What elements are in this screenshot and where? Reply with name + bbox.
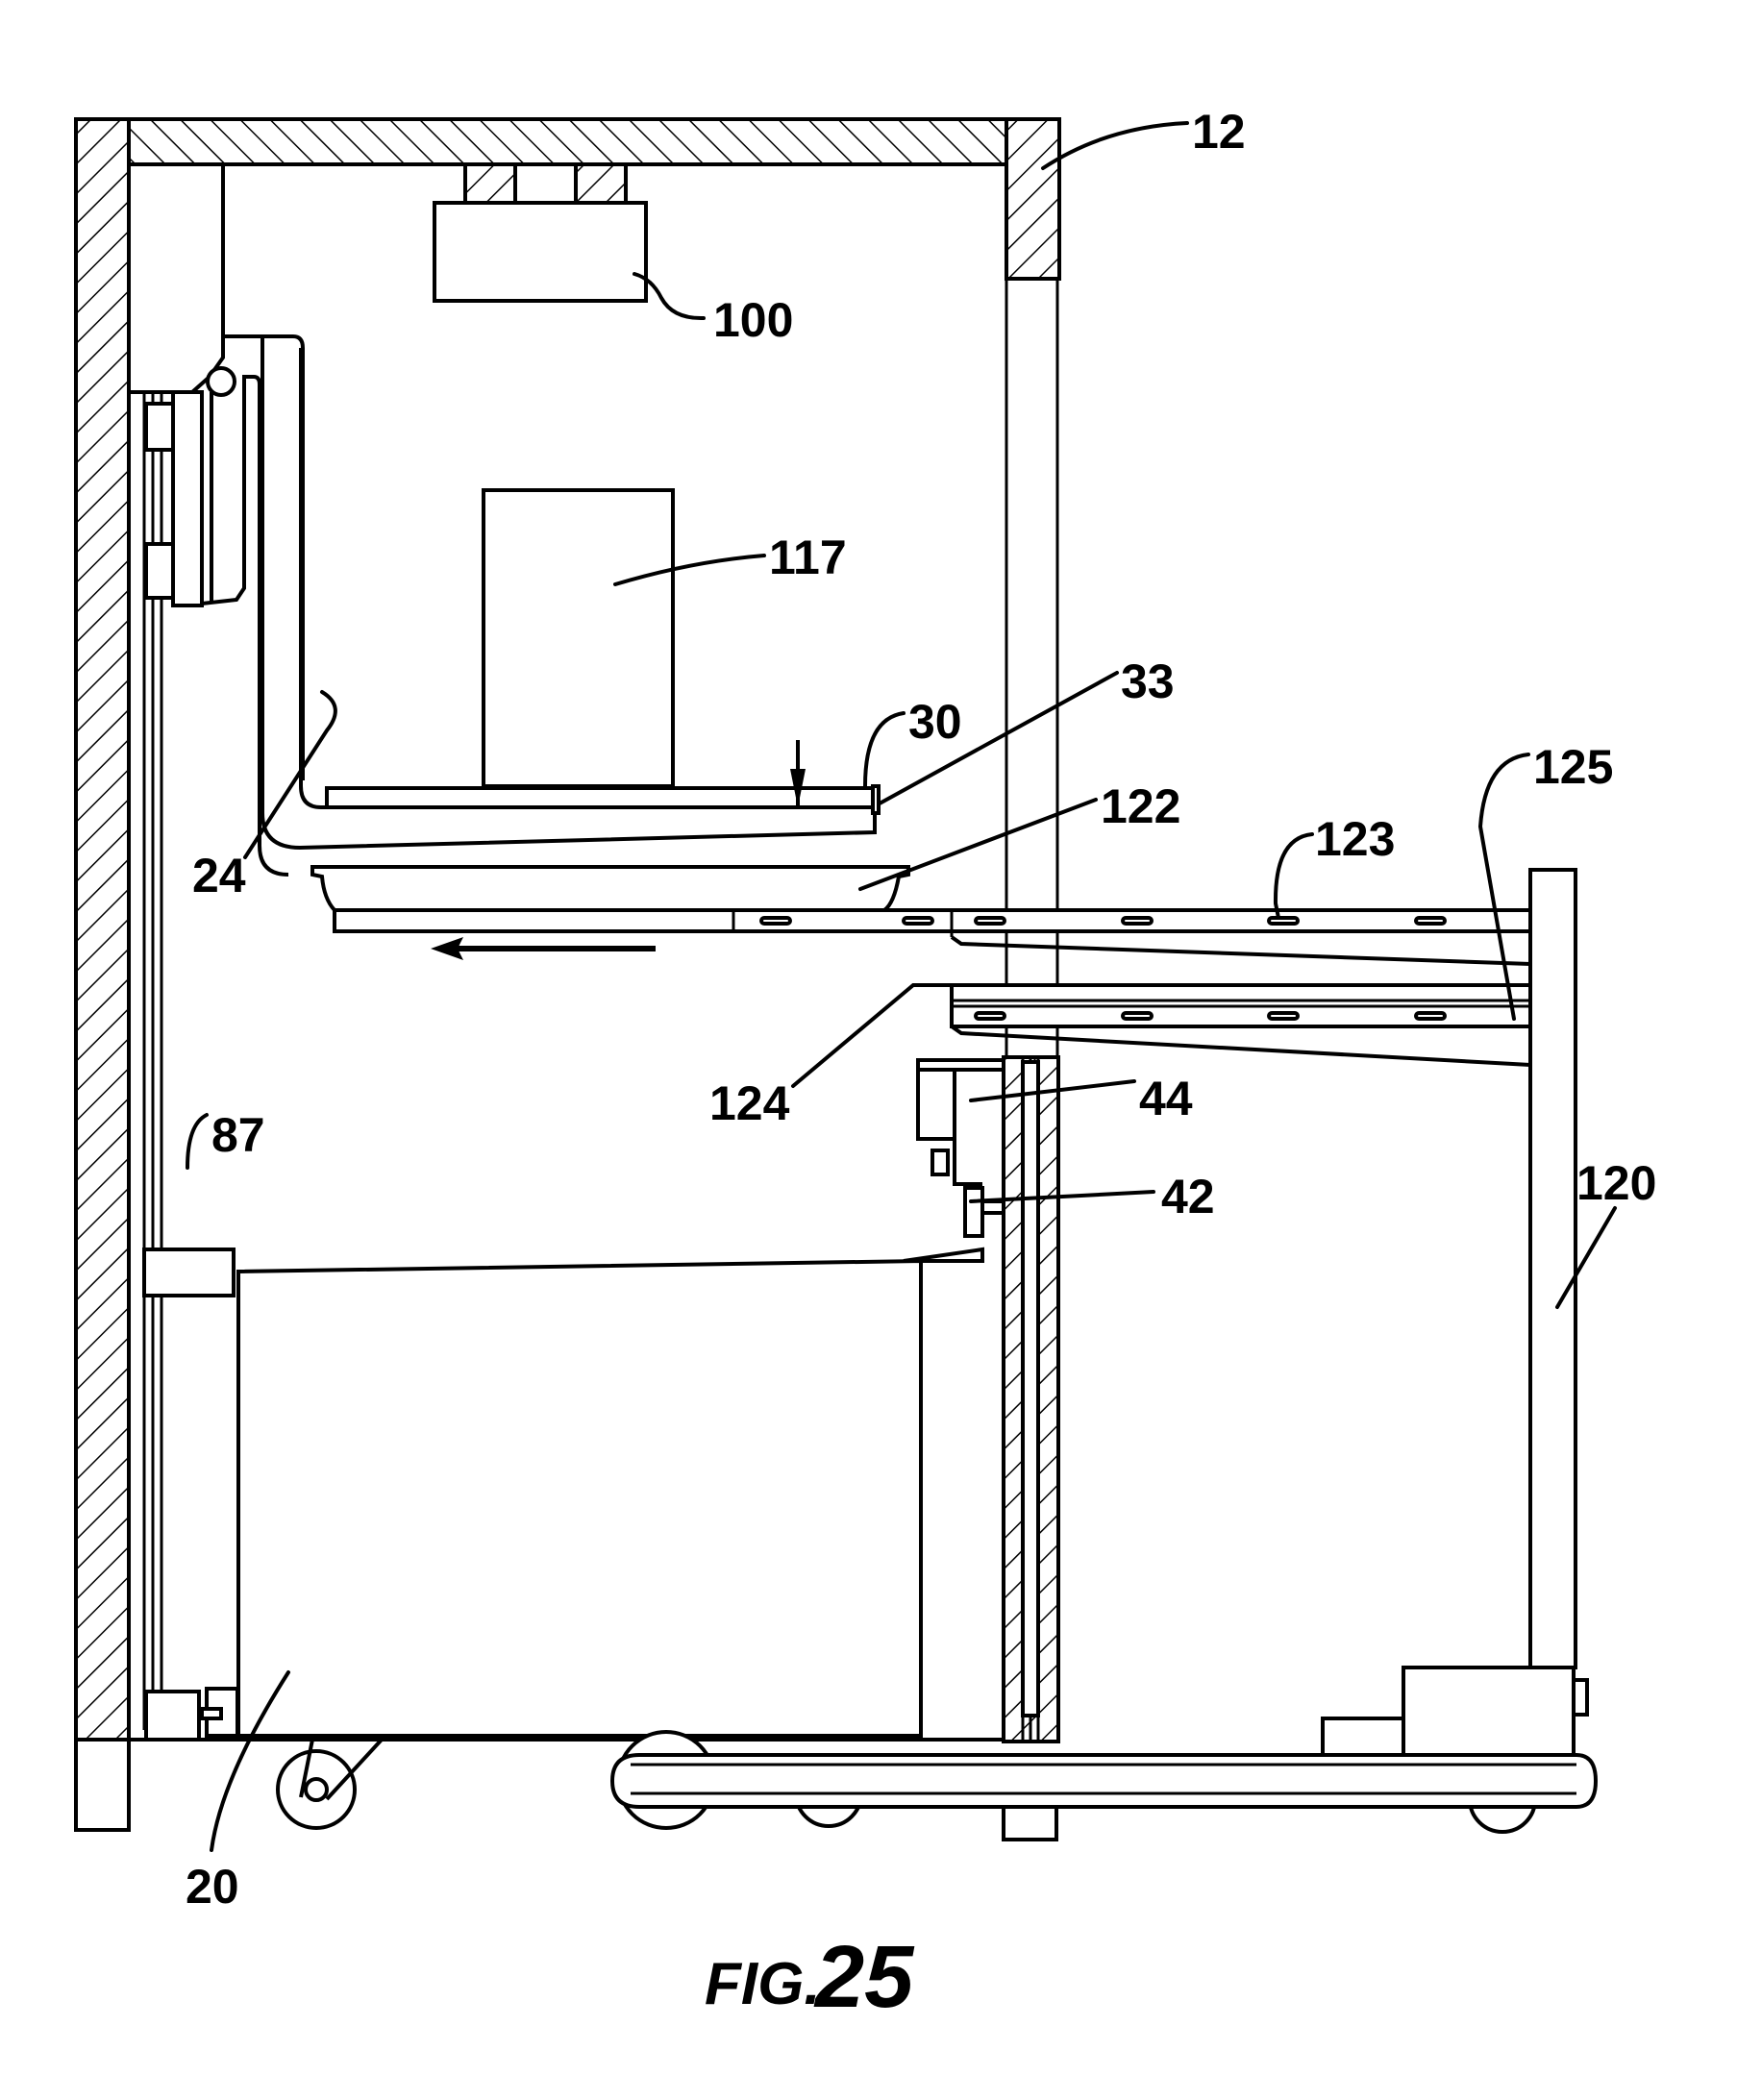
slider-block-top — [146, 404, 173, 450]
label-117: 117 — [769, 531, 847, 584]
caption-number: 25 — [813, 1928, 915, 2026]
base-knob — [1574, 1680, 1587, 1715]
tray-end-33 — [873, 786, 879, 813]
bracket-87 — [144, 1249, 234, 1296]
label-123: 123 — [1315, 812, 1395, 866]
pan-122 — [312, 867, 908, 910]
left-wall — [76, 119, 129, 1740]
latch-44 — [904, 1060, 1004, 1261]
ceiling-unit — [434, 164, 646, 301]
pivot — [208, 368, 235, 395]
mount-pad-right — [576, 164, 626, 203]
label-125: 125 — [1533, 740, 1613, 794]
slide-left-arrow — [431, 937, 656, 960]
right-wall-upper — [1006, 119, 1059, 279]
slider-block-bottom — [146, 544, 173, 598]
base-box — [1403, 1668, 1574, 1755]
item-117 — [484, 490, 673, 786]
tray-30 — [327, 788, 877, 807]
caster — [278, 1740, 382, 1828]
left-wall-foot — [76, 1740, 129, 1830]
label-30: 30 — [908, 695, 962, 749]
lift-mechanism — [129, 164, 303, 1730]
rail-124 — [952, 985, 1530, 1065]
label-12: 12 — [1192, 105, 1246, 159]
label-24: 24 — [192, 849, 246, 902]
cart-20 — [129, 1249, 1004, 1828]
cart-body — [238, 1261, 921, 1736]
label-122: 122 — [1101, 779, 1180, 833]
label-20: 20 — [186, 1860, 239, 1914]
door-foot — [1004, 1807, 1056, 1840]
mount-pad-left — [465, 164, 515, 203]
rail-123 — [335, 910, 1530, 964]
small-box — [1323, 1718, 1403, 1755]
caption-prefix: FIG. — [705, 1951, 821, 2017]
label-120: 120 — [1576, 1156, 1656, 1210]
figure-caption: FIG. 25 — [705, 1928, 915, 2026]
label-33: 33 — [1121, 655, 1175, 708]
post-120 — [1530, 870, 1576, 1668]
upper-panel — [129, 164, 223, 392]
label-87: 87 — [211, 1108, 265, 1162]
carriage-bracket — [202, 377, 244, 604]
label-44: 44 — [1139, 1072, 1193, 1125]
label-100: 100 — [713, 293, 793, 347]
carriage-plate — [173, 392, 202, 605]
unit-100-body — [434, 203, 646, 301]
label-124: 124 — [709, 1076, 790, 1130]
top-wall — [129, 119, 1006, 164]
door-panel — [1004, 1057, 1058, 1840]
label-42: 42 — [1161, 1170, 1215, 1223]
